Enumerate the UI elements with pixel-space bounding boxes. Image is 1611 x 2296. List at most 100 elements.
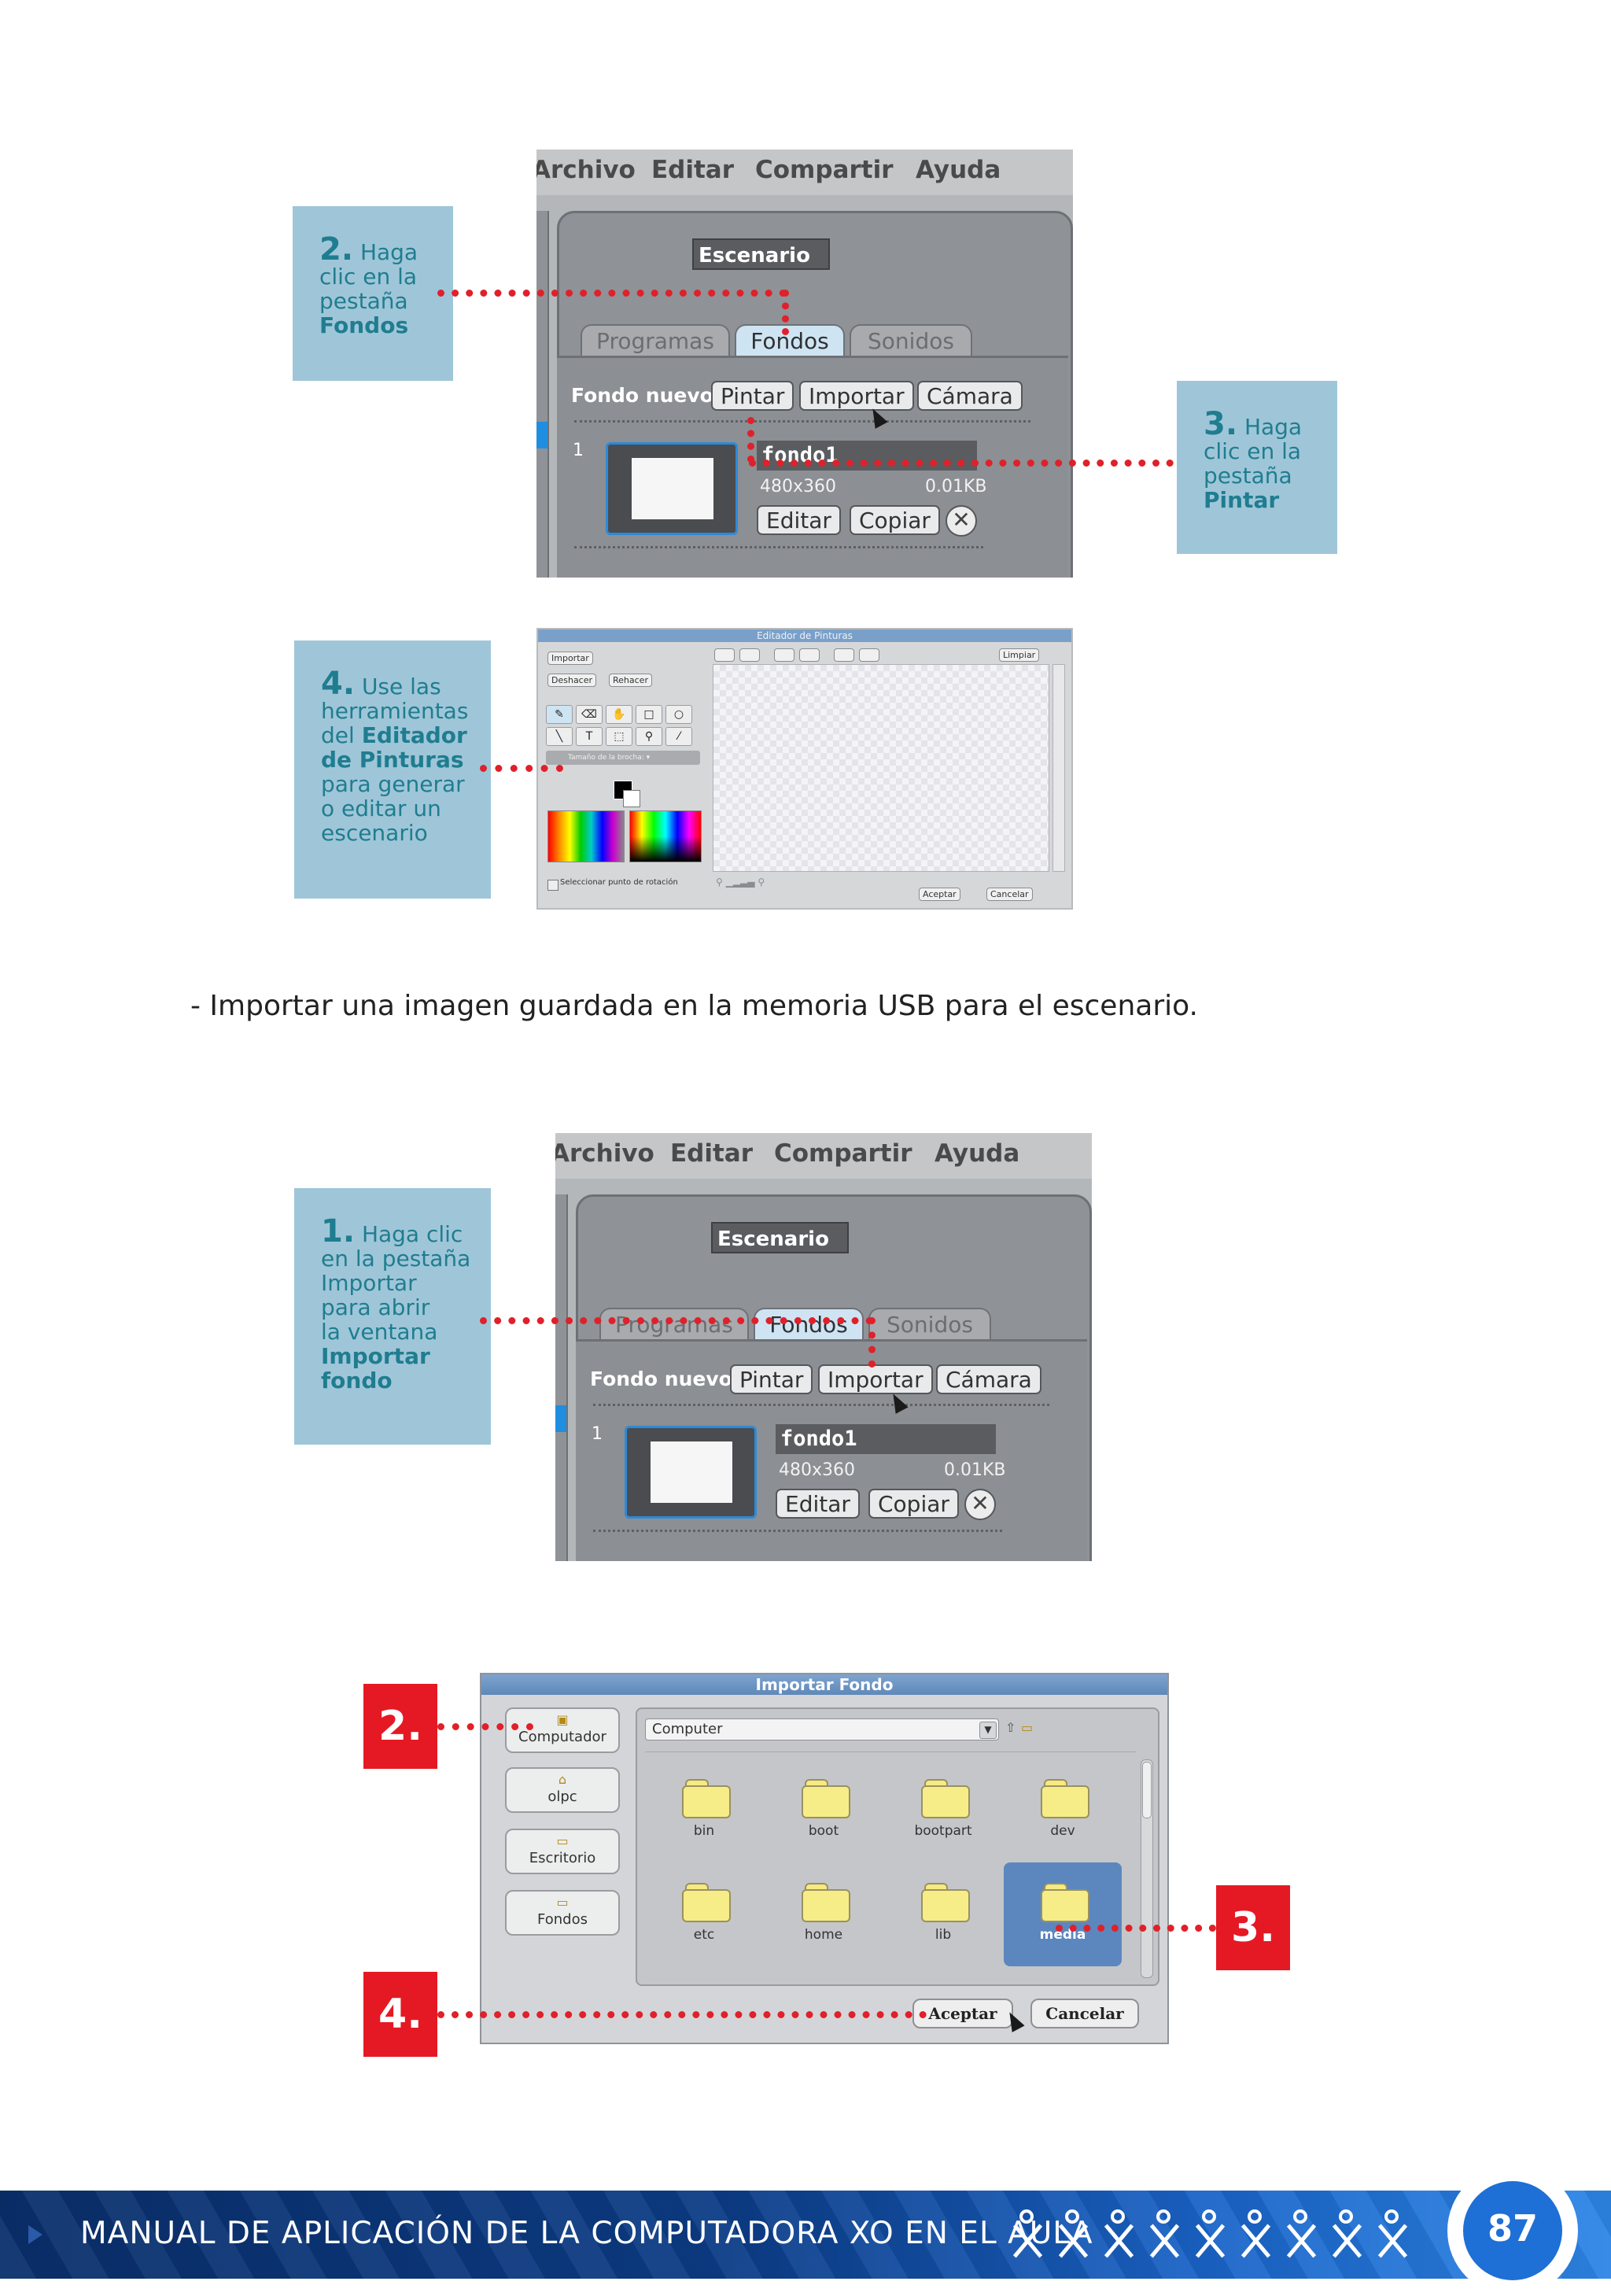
text-tool-icon[interactable]: T [576,727,603,746]
zoom-fit-icon[interactable] [714,648,735,662]
folder-item[interactable]: boot [765,1759,883,1862]
menu-compartir[interactable]: Compartir [774,1139,912,1168]
menu-editar[interactable]: Editar [670,1139,754,1168]
xo-logo-icon [1008,2209,1046,2258]
place-label: Escritorio [529,1850,596,1866]
sprite-list-tab[interactable] [555,1405,566,1432]
folder-name: boot [808,1823,839,1839]
copy-button[interactable]: Copiar [850,505,940,535]
rotation-center-label: Seleccionar punto de rotación [560,878,678,887]
parent-folder-icon[interactable]: ⇧ [1005,1720,1016,1735]
rotate-left-icon[interactable] [774,648,794,662]
rectangle-tool-icon[interactable]: □ [636,705,662,724]
paint-import-button[interactable]: Importar [547,652,593,665]
folder-item[interactable]: bin [645,1759,763,1862]
color-spectrum[interactable] [629,810,702,862]
edit-button[interactable]: Editar [776,1489,860,1519]
brush-size-selector[interactable]: Tamaño de la brocha: ▾ [546,751,700,765]
place-desktop[interactable]: ▭ Escritorio [505,1829,620,1874]
new-folder-icon[interactable]: ▭ [1021,1720,1034,1735]
canvas-scrollbar[interactable] [1052,664,1065,872]
paint-canvas[interactable] [713,664,1049,872]
sprite-name-field[interactable]: Escenario [692,238,830,270]
tab-sonidos[interactable]: Sonidos [868,1308,991,1339]
import-button[interactable]: Importar [818,1364,933,1394]
edit-button[interactable]: Editar [757,505,841,535]
dialog-title: Importar Fondo [481,1674,1167,1695]
delete-costume-button[interactable]: ✕ [946,505,977,537]
place-olpc[interactable]: ⌂ olpc [505,1767,620,1813]
menu-bar: Archivo Editar Compartir Ayuda [555,1133,1092,1179]
callout-text: escenario [321,820,428,846]
place-computer[interactable]: ▣ Computador [505,1707,620,1753]
eraser-tool-icon[interactable]: ⌫ [576,705,603,724]
line-tool-icon[interactable]: ╲ [546,727,573,746]
callout-text: pestaña [1204,463,1292,489]
xo-logo-icon [1145,2209,1183,2258]
chevron-down-icon[interactable]: ▼ [979,1722,997,1739]
location-dropdown[interactable]: Computer ▼ [645,1718,999,1740]
rotation-center-icon[interactable] [547,880,559,891]
zoom-icon[interactable] [739,648,760,662]
pointer-line [749,460,1174,467]
camera-button[interactable]: Cámara [936,1364,1041,1394]
tab-programas[interactable]: Programas [581,324,730,356]
place-backgrounds[interactable]: ▭ Fondos [505,1890,620,1936]
callout-text: para generar [321,771,465,797]
delete-costume-button[interactable]: ✕ [964,1489,996,1520]
flip-vertical-icon[interactable] [859,648,879,662]
sprite-name-field[interactable]: Escenario [711,1222,849,1253]
flip-horizontal-icon[interactable] [834,648,854,662]
menu-ayuda[interactable]: Ayuda [935,1139,1020,1168]
copy-button[interactable]: Copiar [868,1489,959,1519]
sprite-list-tab[interactable] [536,422,547,448]
eyedropper-tool-icon[interactable]: ⁄ [665,727,692,746]
folder-item[interactable]: etc [645,1862,763,1966]
stamp-tool-icon[interactable]: ⚲ [636,727,662,746]
cancel-button[interactable]: Cancelar [1030,1999,1139,2028]
callout-text: pestaña [319,288,408,314]
redo-button[interactable]: Rehacer [609,674,652,687]
fill-tool-icon[interactable]: ✋ [606,705,632,724]
folder-item-selected[interactable]: media [1004,1862,1122,1966]
costume-name-field[interactable]: fondo1 [776,1424,996,1454]
folder-item[interactable]: bootpart [884,1759,1002,1862]
brush-tool-icon[interactable]: ✎ [546,705,573,724]
callout-bold-text: Editador [361,722,467,748]
callout-text: clic en la [319,264,418,290]
file-scrollbar[interactable] [1141,1759,1153,1978]
menu-ayuda[interactable]: Ayuda [916,156,1001,184]
select-tool-icon[interactable]: ⬚ [606,727,632,746]
paint-button[interactable]: Pintar [711,381,794,411]
color-palette[interactable] [547,810,625,862]
folder-name: home [804,1927,843,1943]
paint-tools: ✎ ⌫ ✋ □ ○ ╲ T ⬚ ⚲ ⁄ [546,705,703,747]
menu-editar[interactable]: Editar [651,156,735,184]
tab-fondos[interactable]: Fondos [735,324,845,356]
tab-sonidos[interactable]: Sonidos [850,324,972,356]
desktop-folder-icon: ▭ [556,1833,569,1848]
camera-button[interactable]: Cámara [917,381,1023,411]
folder-item[interactable]: dev [1004,1759,1122,1862]
menu-archivo[interactable]: Archivo [536,156,636,184]
folder-item[interactable]: lib [884,1862,1002,1966]
background-color-swatch[interactable] [623,790,640,807]
costume-thumbnail[interactable] [606,442,738,535]
costume-thumbnail[interactable] [625,1426,757,1519]
clear-button[interactable]: Limpiar [999,648,1040,662]
import-button[interactable]: Importar [799,381,914,411]
ellipse-tool-icon[interactable]: ○ [665,705,692,724]
xo-logo-icon [1373,2209,1411,2258]
menu-archivo[interactable]: Archivo [555,1139,654,1168]
zoom-slider-icon[interactable]: ⚲ ▁▂▃▄ ⚲ [716,877,765,888]
menu-compartir[interactable]: Compartir [755,156,894,184]
undo-button[interactable]: Deshacer [547,674,597,687]
paint-ok-button[interactable]: Aceptar [919,888,960,901]
paint-button[interactable]: Pintar [730,1364,813,1394]
paint-editor-title: Editador de Pinturas [538,629,1071,642]
body-paragraph: - Importar una imagen guardada en la mem… [190,990,1198,1022]
paint-cancel-button[interactable]: Cancelar [986,888,1033,901]
rotate-right-icon[interactable] [799,648,820,662]
accept-button[interactable]: Aceptar [912,1999,1013,2028]
folder-item[interactable]: home [765,1862,883,1966]
